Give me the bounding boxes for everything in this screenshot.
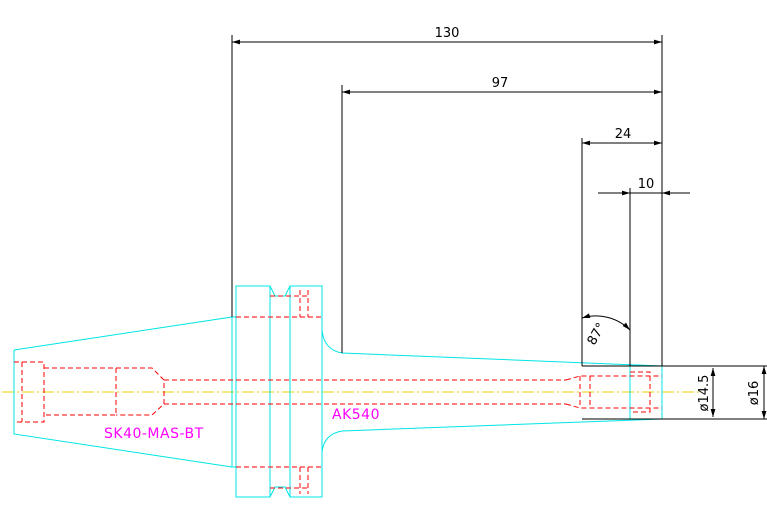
model-label: AK540 — [332, 407, 380, 423]
thread-bore-outer — [14, 361, 45, 423]
thread-bore-inner — [44, 367, 117, 416]
dim-outer-diameter: ø16 — [747, 381, 762, 406]
hidden-lines — [14, 290, 662, 494]
flange-bottom-outline — [232, 418, 663, 498]
dimension-lines — [231, 35, 767, 420]
collet-mouth — [630, 371, 651, 413]
bore-transition — [116, 367, 165, 416]
dim-tip-length: 10 — [638, 177, 655, 192]
dim-taper-angle: 87° — [585, 321, 610, 348]
angle-arc — [581, 313, 631, 331]
taper-type-label: SK40-MAS-BT — [104, 426, 204, 442]
dim-overall-length: 130 — [435, 26, 460, 41]
holder-outline — [13, 285, 663, 498]
dim-inner-diameter: ø14.5 — [697, 375, 712, 412]
flange-groove-hidden — [270, 295, 308, 489]
collet-bore — [565, 375, 662, 409]
dim-shank-length: 97 — [492, 76, 509, 91]
dim-bore-depth: 24 — [615, 127, 632, 142]
